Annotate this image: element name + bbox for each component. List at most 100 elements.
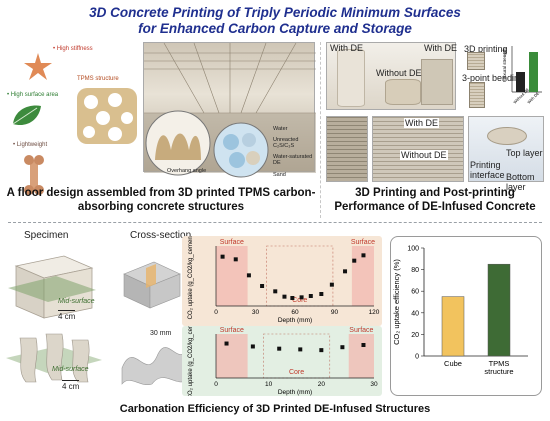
data-point bbox=[340, 345, 345, 350]
data-point bbox=[361, 343, 366, 347]
label-without-de-2: Without DE bbox=[400, 150, 448, 160]
y-tick-label: 0 bbox=[415, 354, 419, 361]
label-water-saturated: Water-saturated DE bbox=[273, 154, 313, 166]
zone-label-2: Surface bbox=[351, 239, 375, 246]
data-point bbox=[298, 347, 303, 352]
data-point bbox=[319, 348, 324, 353]
zone-1 bbox=[263, 333, 331, 379]
label-water: Water bbox=[273, 126, 288, 132]
label-with-de-3: With DE bbox=[404, 118, 440, 128]
top-right-caption-line2: Performance of DE-Infused Concrete bbox=[334, 201, 536, 213]
x-tick-label-1: structure bbox=[484, 367, 513, 376]
label-printing-interface: Printing interface bbox=[470, 160, 505, 180]
data-point bbox=[319, 292, 324, 296]
y-tick-label: 20 bbox=[411, 332, 419, 339]
label-top-layer: Top layer bbox=[506, 148, 543, 158]
vertical-divider bbox=[320, 42, 321, 218]
data-point bbox=[277, 346, 282, 351]
bar-without-de bbox=[516, 72, 525, 92]
data-point bbox=[260, 284, 265, 288]
data-point bbox=[299, 295, 304, 300]
label-tpms-structure: TPMS structure bbox=[77, 76, 119, 82]
zone-label-1: Core bbox=[289, 369, 304, 376]
x-axis-label: Depth (mm) bbox=[278, 317, 312, 324]
data-point bbox=[308, 294, 313, 298]
label-30mm: 30 mm bbox=[150, 330, 172, 337]
layer-photo-1 bbox=[326, 116, 368, 182]
x-tick-label: 90 bbox=[331, 309, 339, 316]
data-point bbox=[273, 289, 278, 294]
label-high-stiffness: • High stiffness bbox=[53, 46, 93, 52]
x-tick-label: 30 bbox=[370, 381, 378, 388]
data-point bbox=[361, 253, 366, 258]
data-point bbox=[343, 269, 348, 274]
zone-2 bbox=[351, 246, 374, 306]
label-mid-surface-1: Mid-surface bbox=[58, 298, 95, 305]
data-point bbox=[352, 258, 357, 263]
zone-label-2: Surface bbox=[349, 327, 373, 334]
y-tick-label: 60 bbox=[411, 289, 419, 296]
printed-samples-photo bbox=[326, 42, 456, 110]
page-title-line2: for Enhanced Carbon Capture and Storage bbox=[138, 21, 412, 36]
label-after-curing: 3-point bending bbox=[462, 73, 525, 83]
chart2-background bbox=[182, 326, 382, 396]
top-right-panel: With DE With DE Without DE 3D printing 3… bbox=[324, 42, 546, 218]
bar-1 bbox=[487, 263, 511, 357]
bar-with-de bbox=[529, 52, 538, 92]
printed-block-icon bbox=[467, 52, 485, 70]
x-tick-label: 20 bbox=[318, 381, 326, 388]
data-point bbox=[233, 257, 238, 262]
label-without-de-1: Without DE bbox=[376, 68, 422, 78]
data-point bbox=[290, 296, 295, 300]
bottom-caption: Carbonation Efficiency of 3D Printed DE-… bbox=[119, 403, 431, 415]
chart1-background bbox=[182, 236, 382, 326]
data-point bbox=[250, 344, 255, 349]
zone-2 bbox=[348, 334, 374, 378]
data-point bbox=[329, 282, 334, 287]
label-overhang-angle: Overhang angle bbox=[167, 168, 207, 174]
x-tick-label: 60 bbox=[291, 309, 299, 316]
y-axis-label: CO₂ uptake efficiency (%) bbox=[392, 259, 401, 345]
label-high-surface-area: • High surface area bbox=[7, 92, 59, 98]
zone-0 bbox=[216, 334, 248, 378]
y-axis-label: CO₂ uptake (g_CO2/kg_cement) bbox=[188, 326, 194, 396]
scale-bar-1: 4 cm bbox=[58, 310, 76, 321]
overhang-detail bbox=[145, 110, 211, 176]
page-title-line1: 3D Concrete Printing of Triply Periodic … bbox=[89, 5, 461, 20]
cross-section-tpms bbox=[121, 347, 189, 386]
cross-section-block bbox=[123, 261, 181, 309]
y-tick-label: 100 bbox=[407, 246, 419, 253]
label-lightweight: • Lightweight bbox=[13, 142, 48, 148]
y-axis-label: CO₂ uptake (g_CO2/kg_cement) bbox=[188, 236, 194, 319]
zone-1 bbox=[266, 245, 334, 307]
x-tick-label-1: TPMS bbox=[489, 359, 510, 368]
zone-label-1: Core bbox=[292, 297, 307, 304]
top-left-caption-line1: A floor design assembled from 3D printed… bbox=[6, 187, 316, 199]
label-3d-printing: 3D printing bbox=[464, 44, 508, 54]
data-point bbox=[220, 254, 225, 259]
cube-specimen bbox=[8, 255, 96, 319]
zone-label-0: Surface bbox=[220, 327, 244, 334]
data-point bbox=[224, 341, 229, 346]
y-tick-label: 40 bbox=[411, 310, 419, 317]
label-specimen: Specimen bbox=[24, 230, 69, 241]
x-tick-label-0: Cube bbox=[444, 359, 462, 368]
data-point bbox=[246, 273, 251, 278]
x-tick-label: 0 bbox=[214, 309, 218, 316]
scale-bar-2: 4 cm bbox=[62, 380, 80, 391]
bone-icon bbox=[24, 155, 44, 195]
tpms-specimen bbox=[6, 333, 102, 383]
zone-label-0: Surface bbox=[220, 239, 244, 246]
label-with-de-1: With DE bbox=[330, 43, 364, 53]
top-right-caption-line1: 3D Printing and Post-printing bbox=[355, 187, 515, 199]
label-sand: Sand bbox=[273, 172, 286, 178]
bar-0 bbox=[441, 296, 465, 357]
bottom-panel: Specimen Cross-section Mid-surface 4 cm … bbox=[0, 228, 550, 421]
section-divider bbox=[8, 222, 542, 223]
x-axis-label: Depth (mm) bbox=[278, 389, 312, 396]
y-tick-label: 80 bbox=[411, 267, 419, 274]
leaf-icon bbox=[12, 105, 41, 126]
